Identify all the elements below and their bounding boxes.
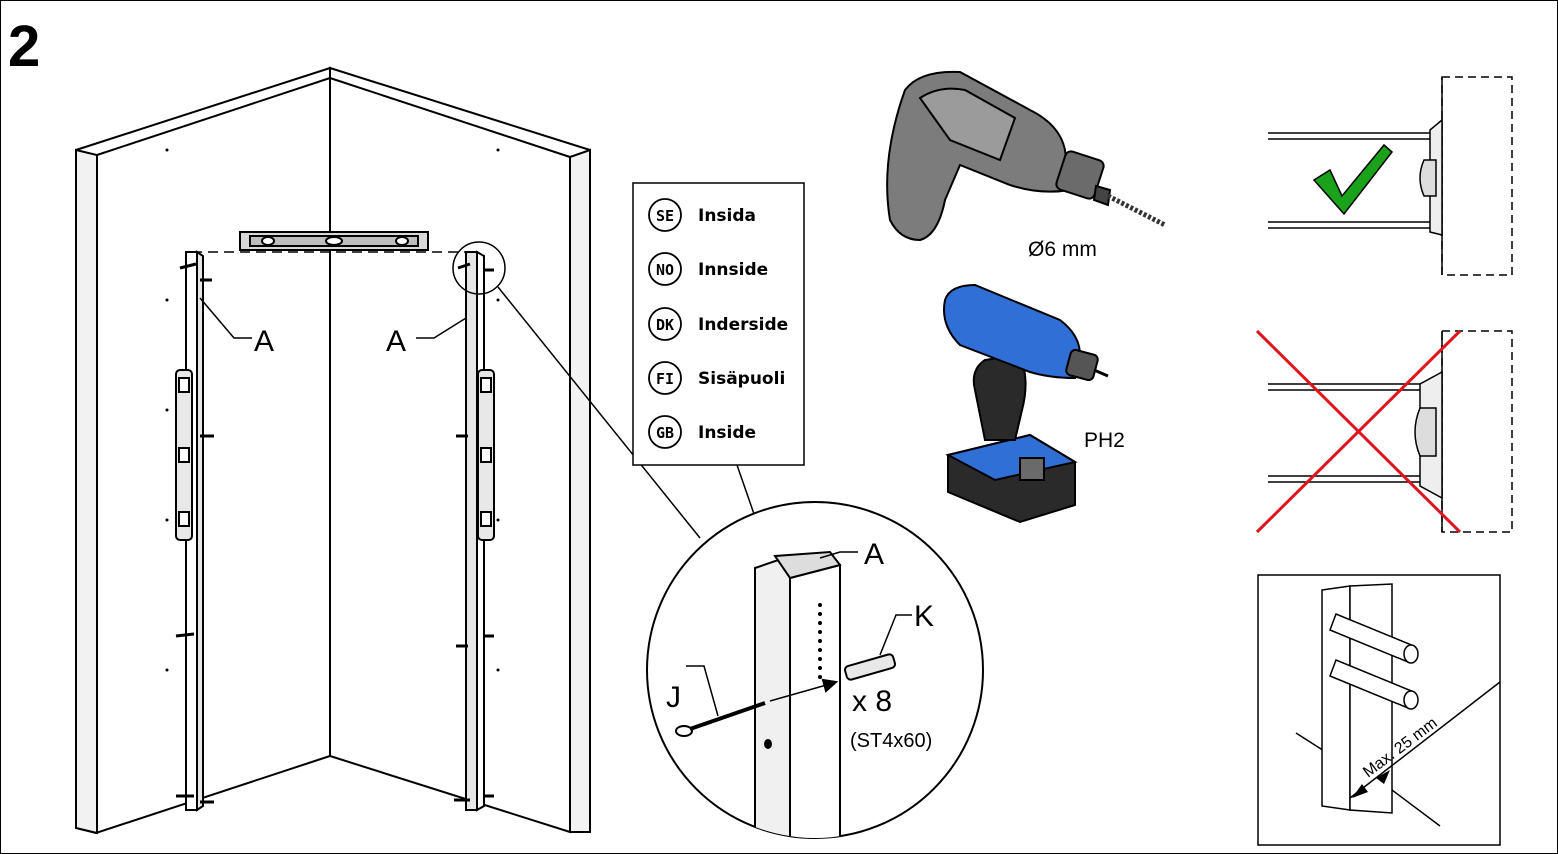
screwdriver-bit: PH2: [1084, 429, 1125, 452]
corner-walls: [75, 66, 592, 835]
detail-zoom: A J K x 8 (ST4x60): [646, 501, 984, 839]
rail-screws: [175, 262, 494, 804]
wall-dots: [165, 148, 500, 672]
legend-row-se: SE Insida: [648, 198, 756, 232]
legend-text-gb: Inside: [698, 423, 756, 443]
legend-row-fi: FI Sisäpuoli: [648, 361, 785, 395]
detail-screw-label: J: [666, 681, 681, 714]
legend-text-se: Insida: [698, 206, 756, 226]
right-rail: [465, 250, 495, 812]
depth-panel: Max. 25 mm: [1257, 574, 1501, 846]
zoom-source-circle: [452, 241, 506, 295]
rail-holes: [818, 603, 822, 679]
legend-text-fi: Sisäpuoli: [698, 369, 785, 389]
drill-icon: [886, 70, 1167, 242]
drill-bit-size: Ø6 mm: [1028, 238, 1097, 261]
cross-icon: [1255, 329, 1462, 534]
legend-code-gb: GB: [656, 424, 674, 442]
legend-text-no: Innside: [698, 260, 768, 280]
legend-code-fi: FI: [656, 370, 674, 388]
legend-code-dk: DK: [656, 316, 674, 334]
detail-quantity: x 8: [852, 685, 892, 718]
screwdriver-icon: [943, 283, 1109, 524]
inside-legend: SE Insida NO Innside DK Inderside FI Sis…: [632, 182, 805, 466]
wrong-mount-diagram: [1268, 330, 1513, 533]
screw-j: [675, 701, 766, 737]
legend-row-dk: DK Inderside: [648, 307, 788, 341]
check-icon: [1312, 143, 1394, 216]
detail-plug-label: K: [914, 600, 934, 633]
detail-screw-spec: (ST4x60): [850, 730, 932, 752]
spirit-level-icon: [239, 231, 429, 251]
legend-code-se: SE: [656, 207, 674, 225]
legend-row-no: NO Innside: [648, 252, 768, 286]
left-rail: [175, 250, 204, 812]
correct-mount-diagram: [1268, 76, 1513, 276]
legend-code-no: NO: [656, 261, 674, 279]
left-rail-label: A: [254, 325, 274, 358]
legend-row-gb: GB Inside: [648, 415, 756, 449]
right-rail-label: A: [386, 325, 406, 358]
wall-plug-k: [843, 653, 897, 681]
legend-text-dk: Inderside: [698, 315, 788, 335]
detail-rail-label: A: [864, 538, 884, 571]
step-number: 2: [8, 14, 40, 79]
